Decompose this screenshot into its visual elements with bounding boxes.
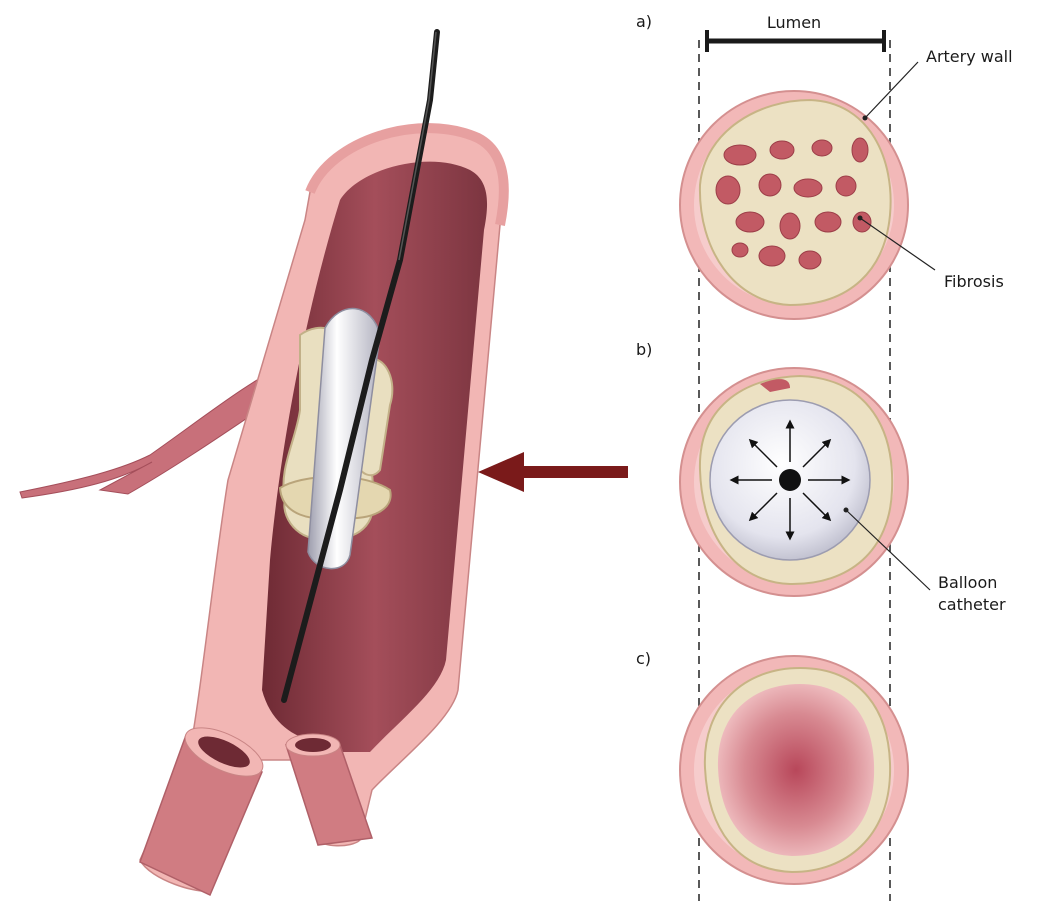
cross-section-a: [680, 91, 908, 319]
lumen-label: Lumen: [767, 13, 821, 32]
lumen-scale-bar: [707, 30, 884, 52]
balloon-label-line2: catheter: [938, 595, 1006, 614]
balloon-label-line1: Balloon: [938, 573, 997, 592]
fibrosis-label: Fibrosis: [944, 272, 1004, 291]
artery-wall-label: Artery wall: [926, 47, 1013, 66]
direction-arrow: [478, 452, 628, 492]
panel-b-label: b): [636, 340, 652, 359]
cross-section-b: [680, 368, 908, 596]
vessel-illustration: [20, 32, 504, 895]
panel-c-label: c): [636, 649, 651, 668]
panel-a-label: a): [636, 12, 652, 31]
cross-section-c: [680, 656, 908, 884]
